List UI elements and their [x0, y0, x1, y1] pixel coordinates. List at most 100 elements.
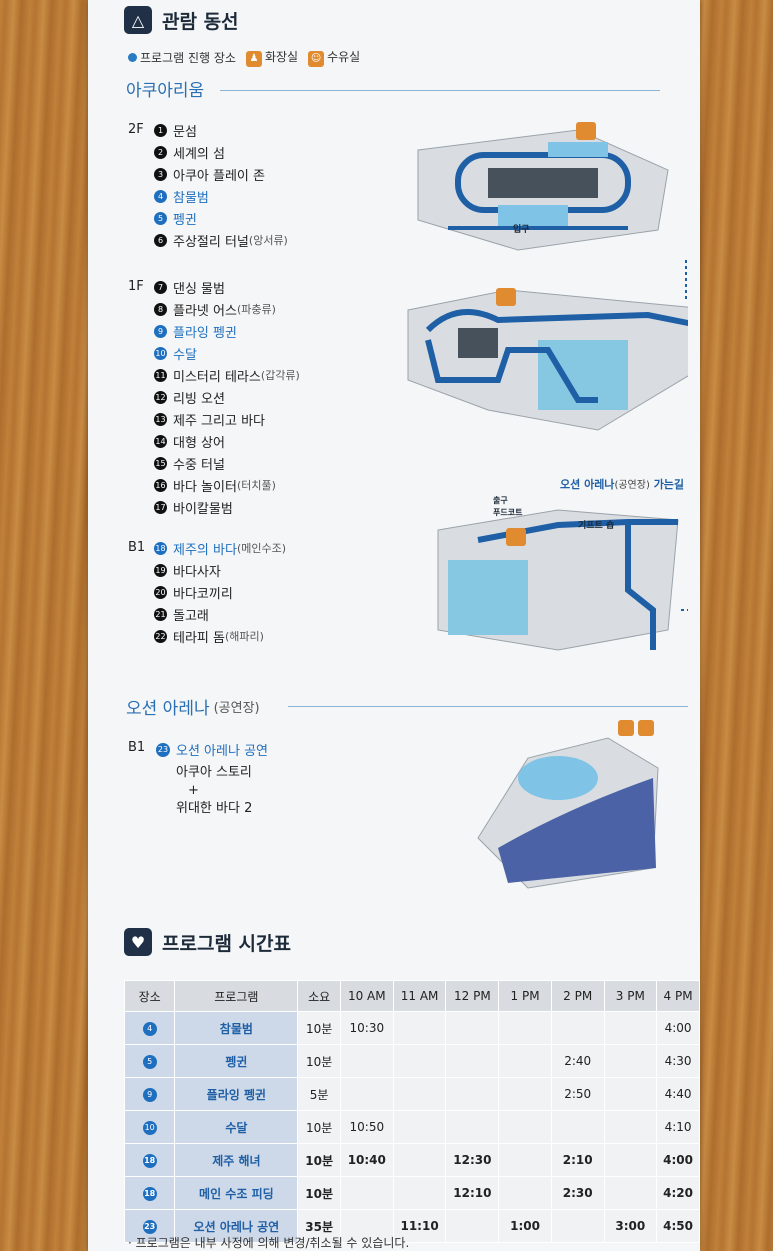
- item-label: 돌고래: [173, 608, 209, 624]
- item-label: 참물범: [173, 190, 209, 206]
- item-label: 바다 놀이터: [173, 479, 237, 495]
- time-cell: 1:00: [498, 1209, 552, 1243]
- restroom-icon: ♟: [245, 51, 262, 67]
- location-number-badge: 10: [142, 1121, 157, 1135]
- time-cell: [445, 1044, 500, 1078]
- map-entrance-label: 입구: [513, 223, 530, 235]
- item-number-badge: 16: [154, 478, 167, 492]
- time-cell: 12:10: [445, 1176, 500, 1210]
- foodcourt-label: 푸드코트: [493, 508, 523, 517]
- item-label: 제주의 바다: [173, 542, 237, 558]
- floor-label-1f: 1F: [128, 279, 144, 294]
- program-cell: 오션 아레나 공연: [174, 1209, 299, 1243]
- ocean-arena-heading: 오션 아레나(공연장): [126, 699, 260, 719]
- item-number-badge: 12: [154, 390, 167, 404]
- location-number-badge: 23: [156, 742, 170, 757]
- section-title-text: 관람 동선: [162, 10, 239, 33]
- location-number-badge: 9: [142, 1088, 157, 1102]
- time-cell: [339, 1209, 394, 1243]
- item-label: 미스터리 테라스: [173, 369, 261, 385]
- item-number-badge: 15: [154, 456, 167, 470]
- item-number-badge: 20: [154, 585, 167, 599]
- item-subtitle: (파충류): [236, 303, 276, 316]
- time-cell: 4:00: [656, 1011, 700, 1045]
- item-number-badge: 8: [154, 302, 167, 316]
- time-cell: 2:50: [550, 1077, 605, 1111]
- program-cell: 제주 해녀: [174, 1143, 299, 1177]
- list-item: 4 참물범: [154, 185, 288, 207]
- legend-program: 프로그램 진행 장소: [128, 49, 236, 66]
- aquarium-heading: 아쿠아리움: [126, 81, 205, 101]
- seahorse-icon: ♥: [124, 928, 152, 956]
- item-number-badge: 4: [154, 189, 167, 203]
- column-header: 10 AM: [339, 980, 394, 1012]
- time-cell: [550, 1011, 605, 1045]
- time-cell: [603, 1077, 658, 1111]
- item-label: 대형 상어: [173, 435, 225, 451]
- item-number-badge: 1: [154, 123, 167, 137]
- time-cell: [339, 1044, 394, 1078]
- time-cell: [392, 1011, 447, 1045]
- column-header: 11 AM: [392, 980, 447, 1012]
- nursing-room-icon: ☺: [308, 51, 325, 67]
- time-cell: 10:50: [339, 1110, 394, 1144]
- column-header: 2 PM: [550, 980, 605, 1012]
- map-b1: [437, 509, 679, 651]
- time-cell: [603, 1011, 658, 1045]
- location-cell: 5: [123, 1044, 176, 1078]
- divider: [288, 706, 688, 707]
- time-cell: [550, 1110, 605, 1144]
- time-cell: 2:30: [550, 1176, 605, 1210]
- item-label: 댄싱 물범: [173, 281, 225, 297]
- item-label: 수달: [173, 347, 197, 363]
- item-label: 펭귄: [173, 212, 197, 228]
- squid-icon: △: [124, 6, 152, 34]
- location-cell: 18: [123, 1176, 176, 1210]
- time-cell: [498, 1176, 552, 1210]
- column-header: 1 PM: [498, 980, 552, 1012]
- time-cell: [498, 1077, 552, 1111]
- time-cell: [550, 1209, 605, 1243]
- location-number-badge: 23: [142, 1220, 157, 1234]
- time-cell: [392, 1044, 447, 1078]
- duration-cell: 10분: [297, 1143, 341, 1177]
- time-cell: [445, 1110, 500, 1144]
- item-label: 문섬: [173, 124, 197, 140]
- item-subtitle: (해파리): [224, 630, 264, 643]
- time-cell: 4:10: [656, 1110, 700, 1144]
- list-item: 8 플라넷 어스(파충류): [154, 298, 300, 320]
- giftshop-label: 기프트 숍: [578, 519, 614, 531]
- item-number-badge: 13: [154, 412, 167, 426]
- time-cell: 4:40: [656, 1077, 700, 1111]
- time-cell: 4:20: [656, 1176, 700, 1210]
- item-number-badge: 22: [154, 629, 167, 643]
- time-cell: 4:30: [656, 1044, 700, 1078]
- arena-show-program: 아쿠아 스토리 + 위대한 바다 2: [176, 765, 253, 816]
- time-cell: [339, 1176, 394, 1210]
- item-label: 바이칼물범: [173, 501, 233, 517]
- time-cell: [445, 1209, 500, 1243]
- column-header: 프로그램: [174, 980, 299, 1012]
- program-cell: 참물범: [174, 1011, 299, 1045]
- duration-cell: 10분: [297, 1044, 341, 1078]
- column-header: 장소: [123, 980, 176, 1012]
- location-number-badge: 5: [142, 1055, 157, 1069]
- legend-restroom: ♟화장실: [245, 48, 298, 67]
- item-subtitle: (메인수조): [236, 542, 287, 555]
- floor-label-arena: B1: [128, 740, 146, 755]
- item-label: 플라넷 어스: [173, 303, 237, 319]
- item-label: 제주 그리고 바다: [173, 413, 265, 429]
